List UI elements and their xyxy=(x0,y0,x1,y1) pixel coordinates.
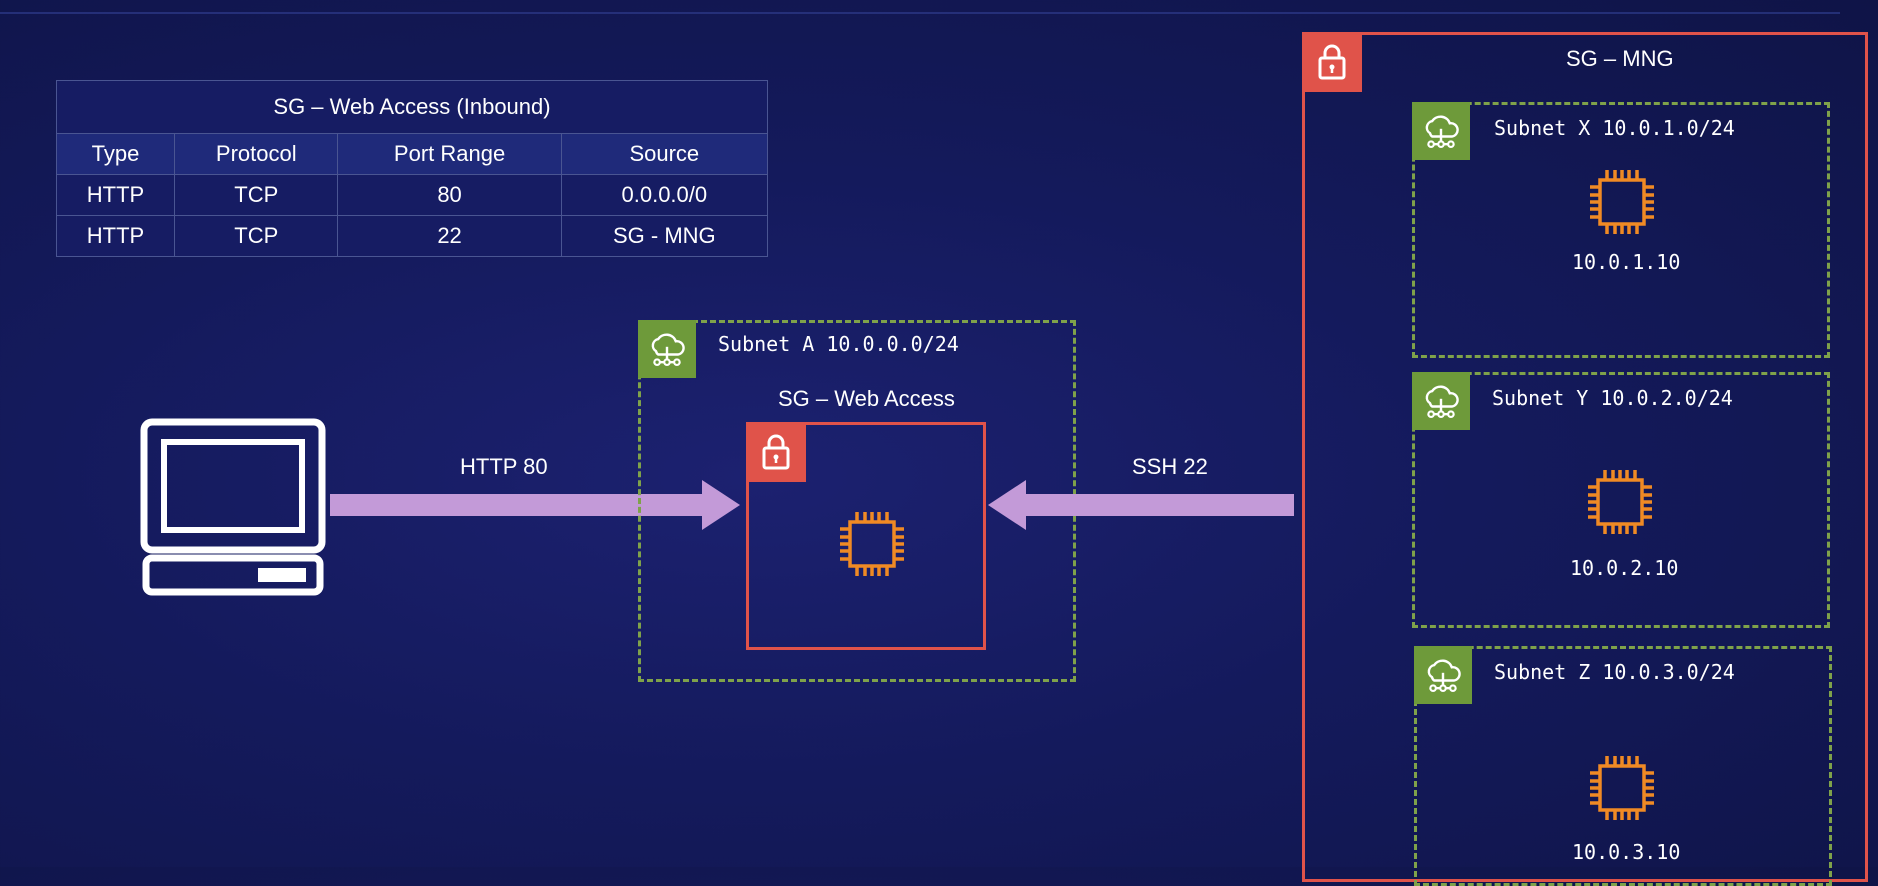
subnet-x-label: Subnet X 10.0.1.0/24 xyxy=(1494,116,1735,140)
subnet-cloud-icon xyxy=(1412,102,1470,160)
security-group-rules-table: SG – Web Access (Inbound) Type Protocol … xyxy=(55,80,769,257)
subnet-cloud-icon xyxy=(638,320,696,378)
lock-icon xyxy=(1302,32,1362,92)
subnet-z-label: Subnet Z 10.0.3.0/24 xyxy=(1494,660,1735,684)
subnet-cloud-icon xyxy=(1412,372,1470,430)
table-title: SG – Web Access (Inbound) xyxy=(56,80,768,134)
sg-web-access-label: SG – Web Access xyxy=(778,386,955,411)
ec2-instance-icon xyxy=(1584,466,1656,538)
top-divider xyxy=(0,12,1840,14)
instance-ip-y: 10.0.2.10 xyxy=(1570,556,1679,580)
column-header-type: Type xyxy=(55,133,176,175)
subnet-cloud-icon xyxy=(1414,646,1472,704)
cell-type: HTTP xyxy=(55,174,176,216)
lock-icon xyxy=(746,422,806,482)
sg-web-access-boundary xyxy=(746,422,986,650)
cell-source: SG - MNG xyxy=(560,215,769,257)
table-row: HTTP TCP 22 SG - MNG xyxy=(55,215,769,257)
column-header-port-range: Port Range xyxy=(337,133,562,175)
cell-protocol: TCP xyxy=(174,215,339,257)
computer-icon xyxy=(140,418,326,596)
cell-source: 0.0.0.0/0 xyxy=(560,174,769,216)
subnet-y-boundary xyxy=(1412,372,1830,628)
instance-ip-x: 10.0.1.10 xyxy=(1572,250,1681,274)
subnet-x-boundary xyxy=(1412,102,1830,358)
cell-type: HTTP xyxy=(55,215,176,257)
ssh-arrow xyxy=(988,480,1294,530)
cell-protocol: TCP xyxy=(174,174,339,216)
ec2-instance-icon xyxy=(836,508,908,580)
subnet-a-label: Subnet A 10.0.0.0/24 xyxy=(718,332,959,356)
cell-port-range: 80 xyxy=(337,174,562,216)
ec2-instance-icon xyxy=(1586,752,1658,824)
table-row: HTTP TCP 80 0.0.0.0/0 xyxy=(55,174,769,216)
instance-ip-z: 10.0.3.10 xyxy=(1572,840,1681,864)
cell-port-range: 22 xyxy=(337,215,562,257)
ec2-instance-icon xyxy=(1586,166,1658,238)
column-header-protocol: Protocol xyxy=(174,133,339,175)
sg-mng-title: SG – MNG xyxy=(1566,46,1674,71)
table-header-row: Type Protocol Port Range Source xyxy=(55,133,769,175)
ssh-arrow-label: SSH 22 xyxy=(1132,454,1208,479)
column-header-source: Source xyxy=(560,133,769,175)
subnet-y-label: Subnet Y 10.0.2.0/24 xyxy=(1492,386,1733,410)
http-arrow-label: HTTP 80 xyxy=(460,454,548,479)
http-arrow xyxy=(330,480,740,530)
